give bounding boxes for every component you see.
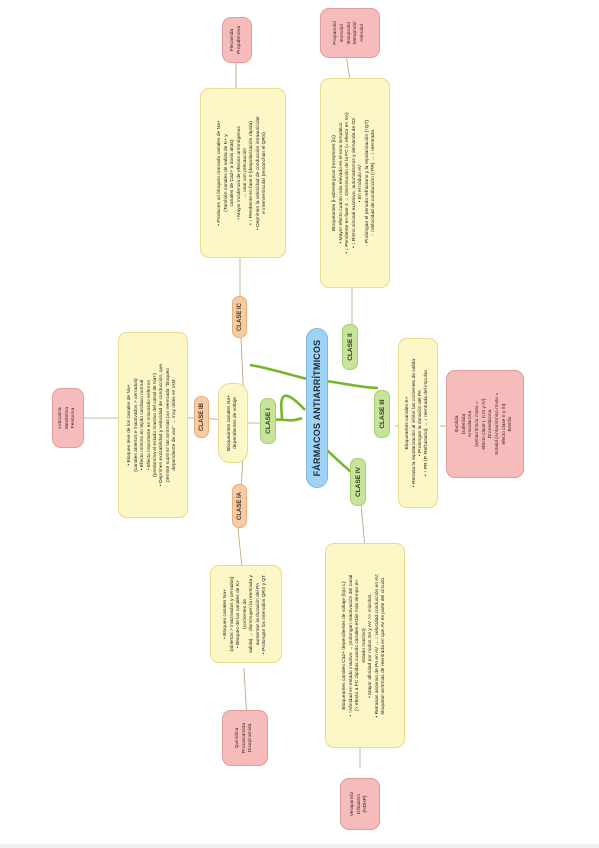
clase-ii-drugs: Propanolol Esmolol Bisoprolol Metoprolol…: [320, 8, 380, 58]
link-root-clase-ii: [249, 363, 313, 382]
clase-i-desc-box: Bloqueantes canales Na+ dependientes de …: [218, 383, 248, 463]
clase-iii-drugs: Ibutilida Dofetilida Amiodarona (antiarr…: [446, 370, 524, 478]
clase-ic-box: • Producen un bloqueo marcado canales de…: [200, 88, 286, 258]
clase-ic-node: CLASE IC: [232, 296, 247, 338]
clase-ib-drugs: Lidocaína Mexiletina Fenitoína: [52, 388, 84, 448]
root-node: FÁRMACOS ANTIARRÍTMICOS: [306, 328, 328, 488]
clase-ii-node: CLASE II: [342, 324, 358, 370]
clase-ib-node: CLASE IB: [194, 396, 209, 438]
clase-ia-drugs: Quinidina Procainamida Disopiramida: [222, 710, 268, 766]
page-footer-strip: [0, 844, 599, 848]
link-root-clase-i-b: [274, 416, 303, 422]
clase-iv-box: Bloqueantes canales Ca2+ dependientes de…: [325, 543, 405, 748]
root-title: FÁRMACOS ANTIARRÍTMICOS: [312, 339, 322, 477]
clase-iv-drugs: Verapamilo Diltiazem (NDHP): [340, 778, 380, 830]
clase-iii-box: Bloqueantes canales K+ • Retrasa la repo…: [398, 338, 438, 508]
clase-ib-box: • Bloqueo leve de los canales de Na+ (ca…: [118, 332, 188, 518]
clase-ii-box: Bloqueantes β-adrenérgicos (receptores β…: [320, 78, 390, 288]
clase-iv-node: CLASE IV: [350, 458, 366, 506]
clase-i-node: CLASE I: [260, 398, 276, 444]
clase-i-label: CLASE I: [264, 408, 272, 434]
clase-ia-box: • Bloqueo canales Na+ (abiertos > inacti…: [210, 565, 282, 663]
link-root-clase-i: [279, 394, 306, 421]
clase-iii-node: CLASE III: [374, 390, 390, 438]
clase-ia-node: CLASE IA: [232, 484, 247, 528]
clase-ic-drugs: Flecainida Propafenona: [222, 17, 252, 63]
